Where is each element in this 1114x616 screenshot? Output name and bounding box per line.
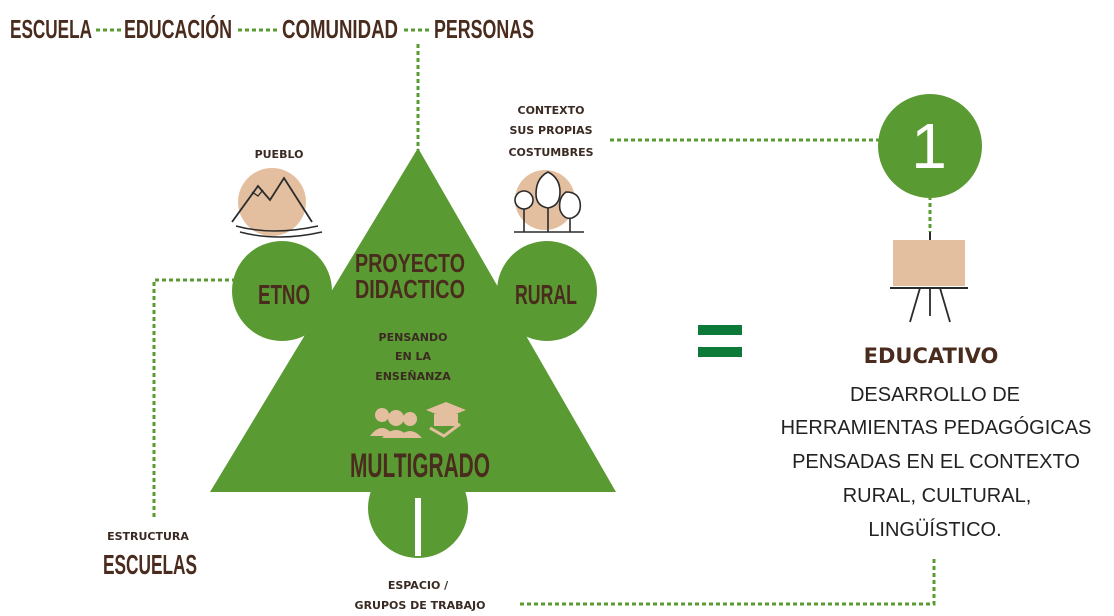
etno-label: ETNO	[258, 279, 310, 310]
project-title-line-1: PROYECTO	[355, 248, 465, 278]
description-line-3: PENSADAS EN EL CONTEXTO	[792, 451, 1080, 473]
description-line-5: LINGÜÍSTICO.	[868, 518, 1001, 541]
triangle-shape	[210, 148, 616, 492]
estructura-label: ESTRUCTURA	[107, 530, 189, 543]
number-circle	[878, 94, 982, 198]
presentation-board-icon	[890, 232, 968, 323]
people-graduation-icon	[370, 402, 466, 438]
header-row: ESCUELA EDUCACIÓN COMUNIDAD PERSONAS	[10, 14, 534, 44]
header-escuela: ESCUELA	[10, 14, 92, 44]
educativo-title: EDUCATIVO	[864, 344, 999, 368]
description-line-1: DESARROLLO DE	[850, 384, 1020, 406]
thinking-line-3: ENSEÑANZA	[375, 370, 451, 383]
header-educacion: EDUCACIÓN	[124, 14, 232, 44]
header-comunidad: COMUNIDAD	[282, 14, 398, 44]
number-label: 1	[911, 110, 947, 182]
trees-icon	[514, 170, 584, 233]
etno-circle	[232, 241, 332, 341]
espacio-line-1: ESPACIO /	[388, 579, 449, 592]
thinking-line-2: EN LA	[395, 350, 432, 363]
header-personas: PERSONAS	[434, 14, 534, 44]
contexto-line-1: CONTEXTO	[518, 104, 585, 117]
equals-sign	[698, 325, 742, 357]
thinking-line-1: PENSANDO	[379, 331, 448, 344]
contexto-line-2: SUS PROPIAS	[509, 124, 592, 137]
rural-label: RURAL	[515, 279, 577, 310]
pueblo-label: PUEBLO	[255, 148, 304, 161]
rural-circle	[497, 241, 597, 341]
connector-etno-to-escuelas	[152, 278, 236, 520]
escuelas-label: ESCUELAS	[103, 549, 197, 580]
mountains-icon	[231, 168, 323, 238]
description-line-4: RURAL, CULTURAL,	[843, 485, 1032, 507]
contexto-line-3: COSTUMBRES	[508, 146, 593, 159]
project-title-line-2: DIDACTICO	[355, 274, 465, 304]
multigrado-label: MULTIGRADO	[350, 447, 490, 485]
connector-bottom-to-educativo	[520, 558, 936, 606]
trunk-mark	[415, 498, 421, 556]
connectors	[152, 44, 936, 606]
tree-shape	[210, 148, 616, 558]
description-line-2: HERRAMIENTAS PEDAGÓGICAS	[781, 416, 1092, 439]
espacio-line-2: GRUPOS DE TRABAJO	[355, 599, 486, 612]
